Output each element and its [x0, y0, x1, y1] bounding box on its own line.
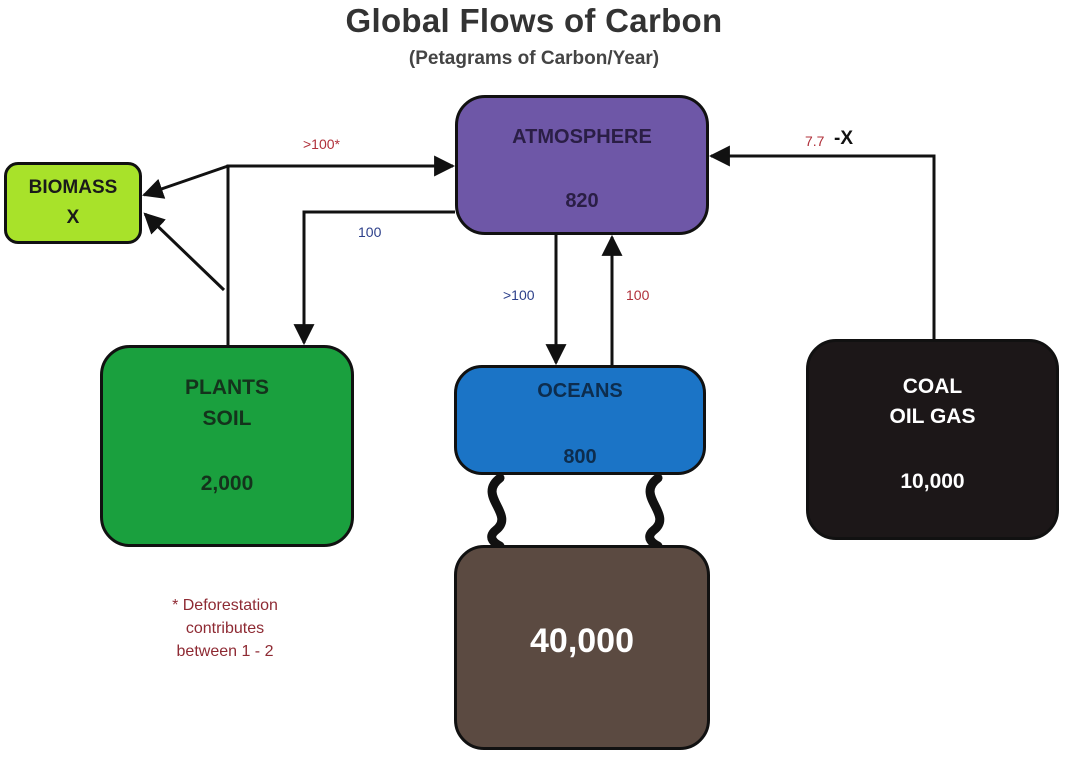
- oceans-label: OCEANS: [537, 380, 623, 402]
- arrow-fossil-to-atmosphere: [708, 145, 936, 339]
- biomass-box: BIOMASS X: [4, 162, 142, 244]
- fossil-fuels-box: COAL OIL GAS 10,000: [806, 339, 1059, 540]
- oceans-box: OCEANS 800: [454, 365, 706, 475]
- deforestation-footnote: * Deforestation contributes between 1 - …: [172, 597, 278, 660]
- arrow-branch-to-biomass-lower: [143, 212, 226, 292]
- fossil-fuels-label: COAL OIL GAS: [889, 375, 976, 428]
- plants-soil-box: PLANTS SOIL 2,000: [100, 345, 354, 547]
- oceans-value: 800: [563, 446, 597, 468]
- flow-label-oceans-to-atmosphere: 100: [626, 287, 650, 303]
- deep-ocean-box: 40,000: [454, 545, 710, 750]
- arrow-atmosphere-to-plants: [293, 210, 455, 346]
- arrow-plants-to-atmosphere: [226, 155, 456, 345]
- flow-label-plants-to-atmosphere: >100*: [303, 136, 340, 152]
- plants-soil-value: 2,000: [200, 472, 254, 495]
- ocean-link-left: [487, 473, 507, 551]
- flow-label-fossil-to-atmosphere: 7.7: [805, 133, 825, 149]
- biomass-value: X: [66, 207, 80, 228]
- flow-label-atmosphere-to-plants: 100: [358, 224, 382, 240]
- biomass-label: BIOMASS: [28, 177, 118, 198]
- page-title: Global Flows of Carbon: [345, 2, 723, 39]
- plants-soil-label: PLANTS SOIL: [185, 376, 269, 430]
- atmosphere-label: ATMOSPHERE: [512, 126, 652, 148]
- arrow-branch-to-biomass-upper: [142, 164, 229, 199]
- flow-label-fossil-suffix: -X: [834, 128, 853, 149]
- flow-label-atmosphere-to-oceans: >100: [503, 287, 535, 303]
- atmosphere-box: ATMOSPHERE 820: [455, 95, 709, 235]
- ocean-link-right: [645, 473, 665, 551]
- atmosphere-value: 820: [565, 190, 599, 212]
- fossil-fuels-value: 10,000: [900, 470, 965, 493]
- deep-ocean-value: 40,000: [530, 622, 634, 660]
- page-subtitle: (Petagrams of Carbon/Year): [408, 48, 660, 69]
